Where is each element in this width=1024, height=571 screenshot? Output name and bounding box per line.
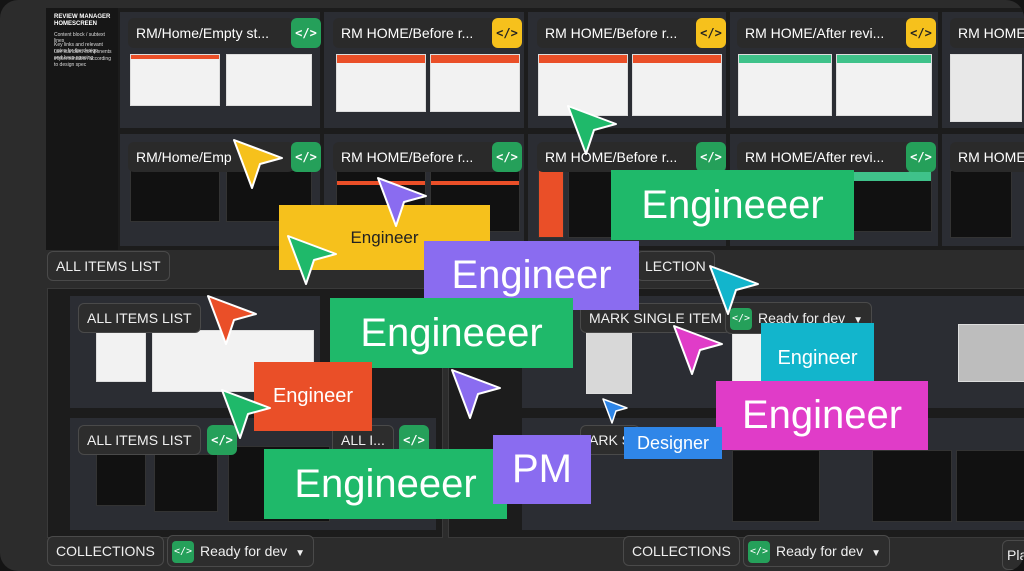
thumb (738, 54, 832, 116)
notes-line: Key links and relevant notes for the des… (54, 42, 103, 54)
code-icon[interactable]: </> (906, 142, 936, 172)
cursor-arrow-icon (207, 295, 257, 345)
section-label-collections-right[interactable]: COLLECTIONS (623, 536, 740, 566)
notes-line: Content block / subtext lines (54, 32, 105, 44)
thumb (950, 54, 1022, 122)
notes-panel: REVIEW MANAGER HOMESCREEN Content block … (46, 8, 118, 250)
code-icon: </> (748, 541, 770, 564)
frame-title[interactable]: RM HOME/After revi... (737, 18, 913, 48)
thumb (958, 324, 1024, 382)
chevron-down-icon: ▼ (853, 315, 864, 326)
section-label-pla[interactable]: Pla (1002, 540, 1024, 570)
thumb (154, 454, 218, 512)
cursor-arrow-icon (567, 105, 617, 155)
frame-title[interactable]: RM HOME (950, 142, 1024, 172)
notes-title: REVIEW MANAGER HOMESCREEN (54, 14, 111, 27)
cursor-arrow-icon (602, 398, 628, 424)
collaborator-tag-engineeer-top-right: Engineeer (611, 170, 854, 240)
thumb (96, 330, 146, 382)
collaborator-tag-engineeer-bottom: Engineeer (264, 449, 507, 519)
notes-line: implementation according to design spec (54, 56, 111, 68)
ready-for-dev-dropdown[interactable]: </> Ready for dev ▼ (743, 535, 891, 567)
code-icon[interactable]: </> (696, 18, 726, 48)
frame-title[interactable]: RM HOME/After revi... (737, 142, 913, 172)
thumb (586, 332, 632, 394)
frame-title[interactable]: RM HOME (950, 18, 1024, 48)
section-label-collection[interactable]: LECTION (636, 251, 715, 281)
code-icon: </> (730, 308, 752, 331)
thumb (836, 54, 932, 116)
chevron-down-icon: ▼ (871, 548, 882, 559)
frame-title[interactable]: RM HOME/Before r... (537, 18, 703, 48)
thumb (430, 54, 520, 112)
thumb (336, 54, 426, 112)
cursor-arrow-icon (233, 139, 283, 189)
cursor-arrow-icon (673, 325, 723, 375)
thumb (632, 54, 722, 116)
thumb (96, 454, 146, 506)
collaborator-tag-engineeer-mid: Engineeer (330, 298, 573, 368)
cursor-arrow-icon (451, 369, 501, 419)
collaborator-tag-pm: PM (493, 435, 591, 504)
code-icon[interactable]: </> (207, 425, 237, 455)
thumb (872, 450, 952, 522)
frame-title[interactable]: RM HOME/Before r... (333, 18, 499, 48)
section-label-collections-left[interactable]: COLLECTIONS (47, 536, 164, 566)
ready-label: Ready for dev (776, 543, 864, 559)
code-icon: </> (172, 541, 194, 564)
cursor-arrow-icon (709, 265, 759, 315)
thumb (538, 54, 628, 116)
frame-title-all-items-2[interactable]: ALL ITEMS LIST (78, 425, 201, 455)
code-icon[interactable]: </> (492, 142, 522, 172)
cursor-arrow-icon (377, 177, 427, 227)
thumb (956, 450, 1024, 522)
code-icon[interactable]: </> (291, 142, 321, 172)
code-icon[interactable]: </> (291, 18, 321, 48)
notes-line: use standard components and keep spacing (54, 49, 112, 61)
thumb (226, 54, 312, 106)
ready-label: Ready for dev (758, 310, 846, 326)
chevron-down-icon: ▼ (295, 548, 306, 559)
thumb (732, 450, 820, 522)
thumb (130, 54, 220, 106)
collaborator-tag-engineer-red: Engineer (254, 362, 372, 431)
cursor-arrow-icon (287, 235, 337, 285)
code-icon[interactable]: </> (696, 142, 726, 172)
ready-label: Ready for dev (200, 543, 288, 559)
collaborator-tag-engineer-magenta: Engineer (716, 381, 928, 450)
cursor-arrow-icon (221, 389, 271, 439)
code-icon[interactable]: </> (492, 18, 522, 48)
frame-title-all-items[interactable]: ALL ITEMS LIST (78, 303, 201, 333)
thumb (950, 170, 1012, 238)
thumb (130, 170, 220, 222)
frame-title[interactable]: RM/Home/Empty st... (128, 18, 294, 48)
section-label-all-items[interactable]: ALL ITEMS LIST (47, 251, 170, 281)
code-icon[interactable]: </> (906, 18, 936, 48)
ready-for-dev-dropdown[interactable]: </> Ready for dev ▼ (167, 535, 315, 567)
frame-title[interactable]: RM HOME/Before r... (333, 142, 499, 172)
collaborator-tag-designer: Designer (624, 427, 722, 459)
thumb (538, 170, 564, 238)
frame-title[interactable]: RM HOME/Before r... (537, 142, 703, 172)
